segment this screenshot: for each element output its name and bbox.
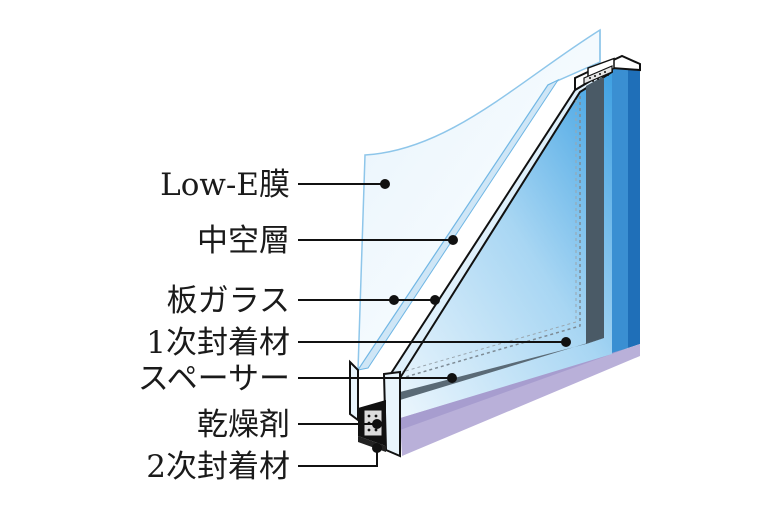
leader-dots (372, 179, 571, 453)
outer-pane-edge (356, 78, 560, 371)
leader-secondary-sealant (298, 448, 378, 467)
dot-sheet-glass-outer (389, 295, 399, 305)
dot-sheet-glass-inner (430, 295, 440, 305)
label-spacer: スペーサー (138, 361, 290, 397)
label-desiccant: 乾燥剤 (197, 407, 290, 443)
label-hollow-layer: 中空層 (197, 223, 290, 259)
label-low-e: Low-E膜 (160, 167, 290, 203)
label-secondary-sealant: 2次封着材 (146, 449, 290, 485)
label-sheet-glass: 板ガラス (167, 283, 290, 319)
dot-desiccant (372, 419, 382, 429)
outer-glass-sheet (357, 28, 601, 373)
right-edge-sealant (612, 60, 640, 354)
dot-primary-sealant (561, 337, 571, 347)
bottom-cross-section (349, 359, 401, 458)
spacer (400, 76, 604, 400)
dot-low-e (380, 179, 390, 189)
dot-secondary-sealant (372, 443, 382, 453)
label-primary-sealant: 1次封着材 (146, 325, 290, 361)
top-cap (574, 54, 641, 92)
leader-lines (298, 183, 566, 467)
labels: Low-E膜 中空層 板ガラス 1次封着材 スペーサー 乾燥剤 2次封着材 (138, 167, 290, 485)
dot-spacer (447, 373, 457, 383)
dot-hollow-layer (448, 235, 458, 245)
bottom-edge-sealant (400, 344, 640, 456)
